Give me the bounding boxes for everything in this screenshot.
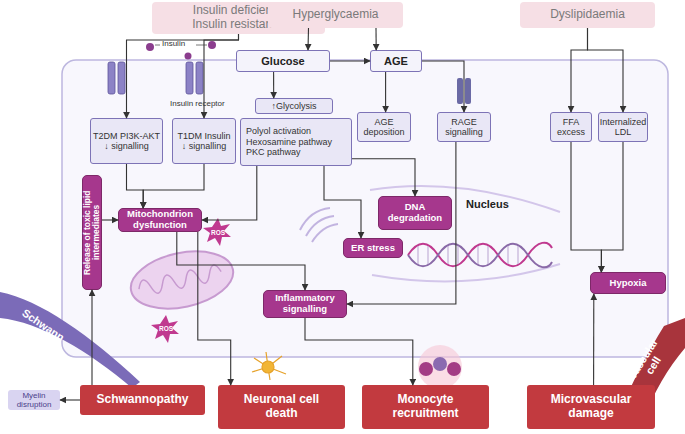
organelle-label: Nucleus [466,198,509,210]
effect-box: Inflammatory signalling [263,290,347,318]
arrow-connector [127,34,239,118]
consequence-box: Myelin disruption [8,390,60,410]
process-box: ↑Glycolysis [255,98,333,114]
dna-helix [408,243,552,268]
arrow-connector [202,166,257,220]
mitochondrion [126,243,239,317]
process-box: RAGE signalling [437,112,491,142]
effect-box: DNA degradation [378,196,452,230]
node-text: T2DM PI3K-AKT ↓ signalling [93,131,160,152]
arrow-connector [204,34,239,118]
receptor-label: Insulin receptor [170,100,225,109]
node-text: Release of toxic lipid intermediates [83,176,102,289]
node-text: Polyol activation Hexosamine pathway PKC… [246,126,346,157]
arrow-connector [352,159,415,196]
process-box: T2DM PI3K-AKT ↓ signalling [90,118,163,164]
arrow-connector [324,166,361,238]
node-text: Myelin disruption [8,391,60,409]
process-box: Polyol activation Hexosamine pathway PKC… [240,118,352,166]
arrow-connector [588,28,624,112]
arrow-connector [385,72,386,112]
node-text: Hypoxia [610,278,647,289]
arrow-connector [60,399,80,400]
arrow-connector [601,142,623,272]
effect-box: ER stress [343,238,403,258]
cell-membrane [62,60,668,357]
molecule-box: AGE [370,50,422,72]
outcome-box: Neuronal cell death [218,385,345,429]
cause-box: Dyslipidaemia [520,2,655,28]
process-box: T1DM Insulin ↓ signalling [172,118,236,164]
node-text: ER stress [351,243,395,254]
node-text: Mitochondrion dysfunction [121,209,199,231]
neuron-symbol [252,352,286,380]
node-text: RAGE signalling [440,117,488,138]
endoplasmic-reticulum [300,208,338,242]
molecule-box: Glucose [236,50,330,72]
schwann-cell [0,292,140,388]
arrow-connector [375,28,376,50]
arrow-connector [273,72,274,98]
ros-label: ROS [156,325,176,332]
outcome-box: Monocyte recruitment [362,385,489,429]
node-text: DNA degradation [381,202,449,224]
process-box: FFA excess [550,112,592,142]
arrow-connector [593,294,594,385]
process-box: AGE deposition [357,112,411,142]
effect-box: Mitochondrion dysfunction [118,208,202,232]
arrow-connector [127,164,144,208]
insulin-molecules [146,41,216,60]
node-text: AGE deposition [360,117,408,138]
node-text: Glucose [261,55,304,68]
arrow-connector [143,164,204,208]
arrow-connector [91,290,92,385]
node-text: Monocyte recruitment [376,393,475,421]
node-text: Schwannopathy [96,393,188,407]
arrow-connector [571,142,601,272]
arrow-connector [198,232,231,385]
monocyte-symbol [418,345,462,389]
node-text: Hyperglycaemia [292,8,378,22]
arrow-connector [102,219,118,220]
node-text: T1DM Insulin ↓ signalling [175,131,233,152]
arrow-connector [330,60,370,61]
effect-box: Hypoxia [590,272,666,294]
effect-box: Release of toxic lipid intermediates [82,175,102,290]
node-text: Inflammatory signalling [266,293,344,315]
node-text: ↑Glycolysis [271,101,316,111]
process-box: Internalized LDL [598,112,648,142]
outcome-box: Microvascular damage [527,385,655,429]
arrow-connector [347,142,456,304]
node-text: AGE [384,55,408,68]
nucleus-membrane [370,186,560,281]
arrow-connector [177,232,305,290]
arrow-connector [307,28,309,50]
node-text: FFA excess [553,117,589,138]
arrow-connector [571,28,588,112]
node-text: Microvascular damage [541,393,641,421]
ros-burst [151,218,231,343]
outcome-box: Schwannopathy [80,385,205,415]
arrow-connector [422,61,464,112]
ros-label: ROS [208,229,228,236]
cause-box: Hyperglycaemia [268,2,403,28]
node-text: Internalized LDL [600,117,647,138]
arrow-connector [305,318,413,385]
insulin-receptor-symbol [108,62,203,94]
node-text: Neuronal cell death [232,393,331,421]
molecule-label: Insulin [162,40,185,49]
node-text: Dyslipidaemia [550,8,625,22]
